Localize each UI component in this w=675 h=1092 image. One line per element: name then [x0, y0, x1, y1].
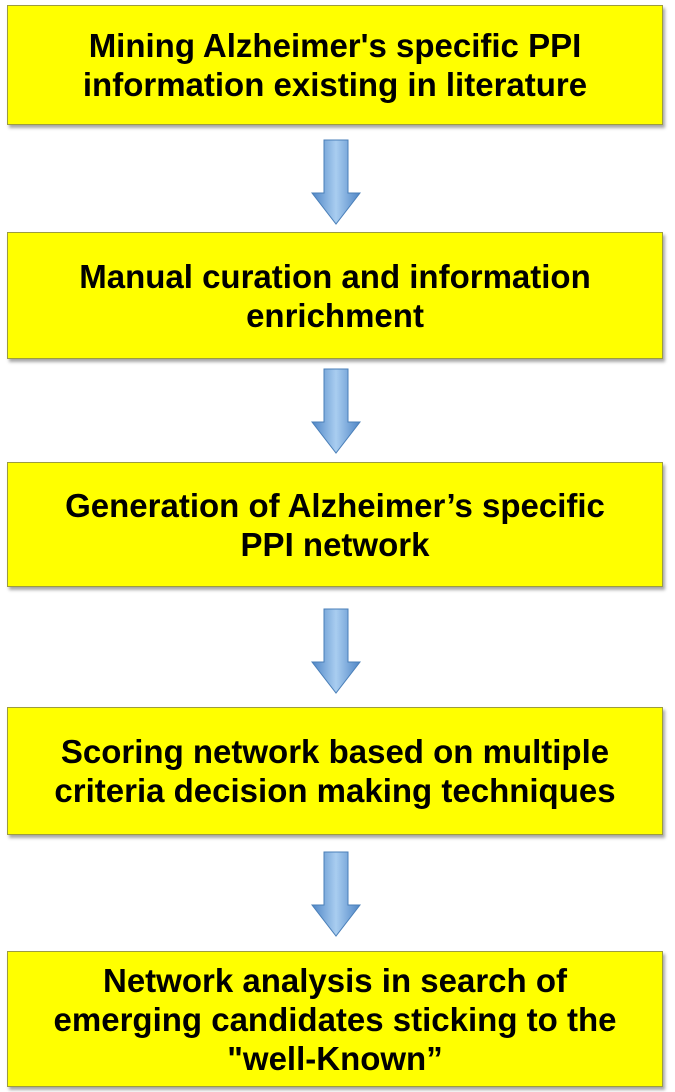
down-arrow-icon: [311, 368, 361, 454]
step-3-text: Generation of Alzheimer’s specific PPI n…: [65, 486, 605, 564]
step-3-line-1: Generation of Alzheimer’s specific: [65, 486, 605, 524]
step-4-line-1: Scoring network based on multiple: [60, 733, 610, 770]
down-arrow-icon: [311, 608, 361, 694]
step-5-text: Network analysis in search of emerging c…: [54, 961, 617, 1078]
step-5-line-2: emerging candidates sticking to the: [53, 1000, 617, 1038]
step-3-line-2: PPI network: [240, 525, 430, 563]
step-2-text: Manual curation and information enrichme…: [79, 257, 591, 335]
step-4-line-2: criteria decision making techniques: [54, 772, 616, 809]
step-box-4: Scoring network based on multiple criter…: [7, 707, 663, 835]
step-2-line-2: enrichment: [246, 296, 424, 334]
step-box-5: Network analysis in search of emerging c…: [7, 951, 663, 1087]
step-5-line-3: "well-Known”: [227, 1039, 443, 1077]
step-box-1: Mining Alzheimer's specific PPI informat…: [7, 5, 663, 125]
down-arrow-icon: [311, 139, 361, 225]
step-2-line-1: Manual curation and information: [79, 257, 591, 295]
step-4-text: Scoring network based on multiple criter…: [54, 732, 615, 810]
step-box-3: Generation of Alzheimer’s specific PPI n…: [7, 462, 663, 587]
step-5-line-1: Network analysis in search of: [102, 961, 567, 999]
down-arrow-icon: [311, 851, 361, 937]
step-box-2: Manual curation and information enrichme…: [7, 232, 663, 359]
step-1-line-1: Mining Alzheimer's specific PPI: [88, 27, 582, 64]
step-1-text: Mining Alzheimer's specific PPI informat…: [83, 26, 587, 104]
step-1-line-2: information existing in literature: [82, 66, 588, 103]
